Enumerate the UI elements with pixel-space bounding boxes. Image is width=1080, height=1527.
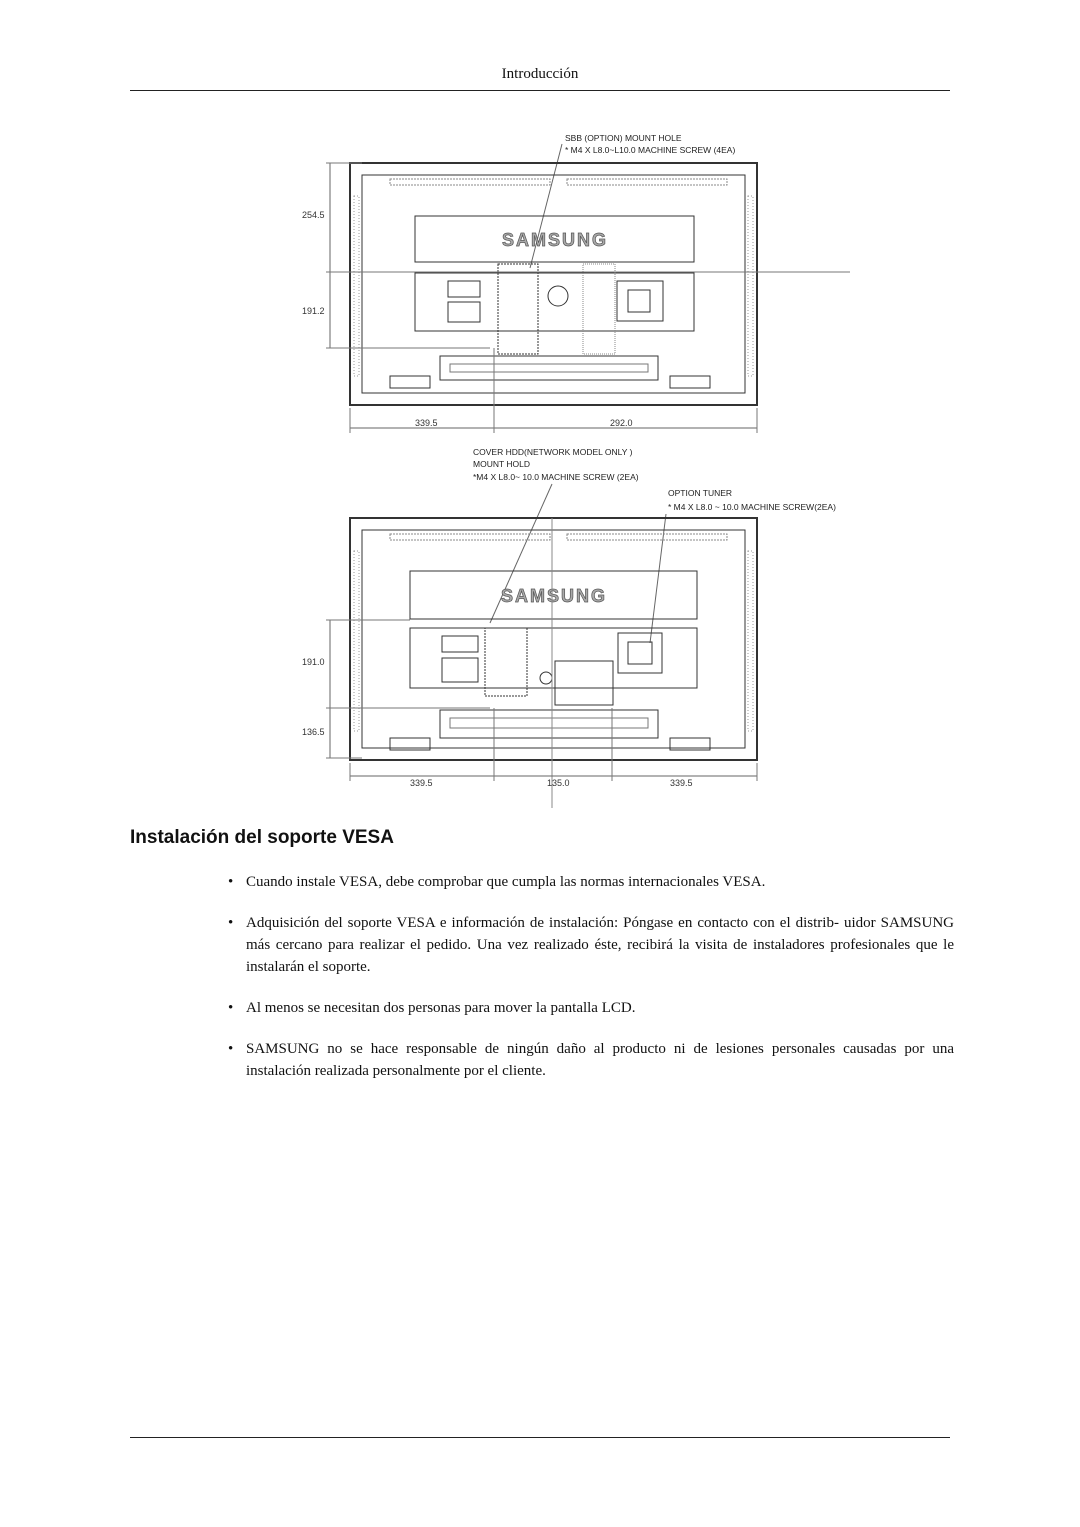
- bottom-dim-bottom-left: 339.5: [410, 778, 433, 788]
- bullet-mark: •: [228, 874, 234, 890]
- footer-rule: [130, 1437, 950, 1438]
- top-samsung-logo: SAMSUNG: [502, 230, 608, 250]
- bullet-text: Cuando instale VESA, debe comprobar que …: [246, 874, 766, 890]
- top-dim-left-upper: 254.5: [302, 210, 325, 220]
- bottom-samsung-logo: SAMSUNG: [501, 586, 607, 606]
- bullet-text: Adquisición del soporte VESA e informaci…: [246, 915, 954, 975]
- top-callout-line2: * M4 X L8.0~L10.0 MACHINE SCREW (4EA): [565, 145, 735, 155]
- top-dim-left-lower: 191.2: [302, 306, 325, 316]
- bullet-text: Al menos se necesitan dos personas para …: [246, 1000, 636, 1016]
- bottom-callout-a-line1: COVER HDD(NETWORK MODEL ONLY ): [473, 447, 633, 457]
- list-item: • Al menos se necesitan dos personas par…: [228, 997, 954, 1019]
- bullet-mark: •: [228, 1041, 234, 1057]
- bottom-callout-a-line3: *M4 X L8.0~ 10.0 MACHINE SCREW (2EA): [473, 472, 639, 482]
- bottom-dim-bottom-mid: 135.0: [547, 778, 570, 788]
- list-item: • Adquisición del soporte VESA e informa…: [228, 912, 954, 978]
- top-dim-bottom-right: 292.0: [610, 418, 633, 428]
- bottom-dim-left-lower: 136.5: [302, 727, 325, 737]
- vesa-mount-diagram: SBB (OPTION) MOUNT HOLE * M4 X L8.0~L10.…: [290, 118, 870, 808]
- bottom-diagram: COVER HDD(NETWORK MODEL ONLY ) MOUNT HOL…: [302, 447, 836, 808]
- bullet-mark: •: [228, 1000, 234, 1016]
- bullet-mark: •: [228, 915, 234, 931]
- bullet-list: • Cuando instale VESA, debe comprobar qu…: [228, 871, 954, 1101]
- top-diagram: SBB (OPTION) MOUNT HOLE * M4 X L8.0~L10.…: [302, 133, 850, 433]
- bottom-callout-b-line2: * M4 X L8.0 ~ 10.0 MACHINE SCREW(2EA): [668, 502, 836, 512]
- bottom-dim-left-upper: 191.0: [302, 657, 325, 667]
- header-rule: [130, 90, 950, 91]
- section-heading: Instalación del soporte VESA: [130, 827, 394, 848]
- bottom-callout-a-line2: MOUNT HOLD: [473, 459, 530, 469]
- top-dim-bottom-left: 339.5: [415, 418, 438, 428]
- page-header-title: Introducción: [501, 66, 579, 82]
- list-item: • Cuando instale VESA, debe comprobar qu…: [228, 871, 954, 893]
- bottom-dim-bottom-right: 339.5: [670, 778, 693, 788]
- bullet-text: SAMSUNG no se hace responsable de ningún…: [246, 1041, 954, 1079]
- top-callout-line1: SBB (OPTION) MOUNT HOLE: [565, 133, 682, 143]
- bottom-callout-b-line1: OPTION TUNER: [668, 488, 732, 498]
- list-item: • SAMSUNG no se hace responsable de ning…: [228, 1038, 954, 1082]
